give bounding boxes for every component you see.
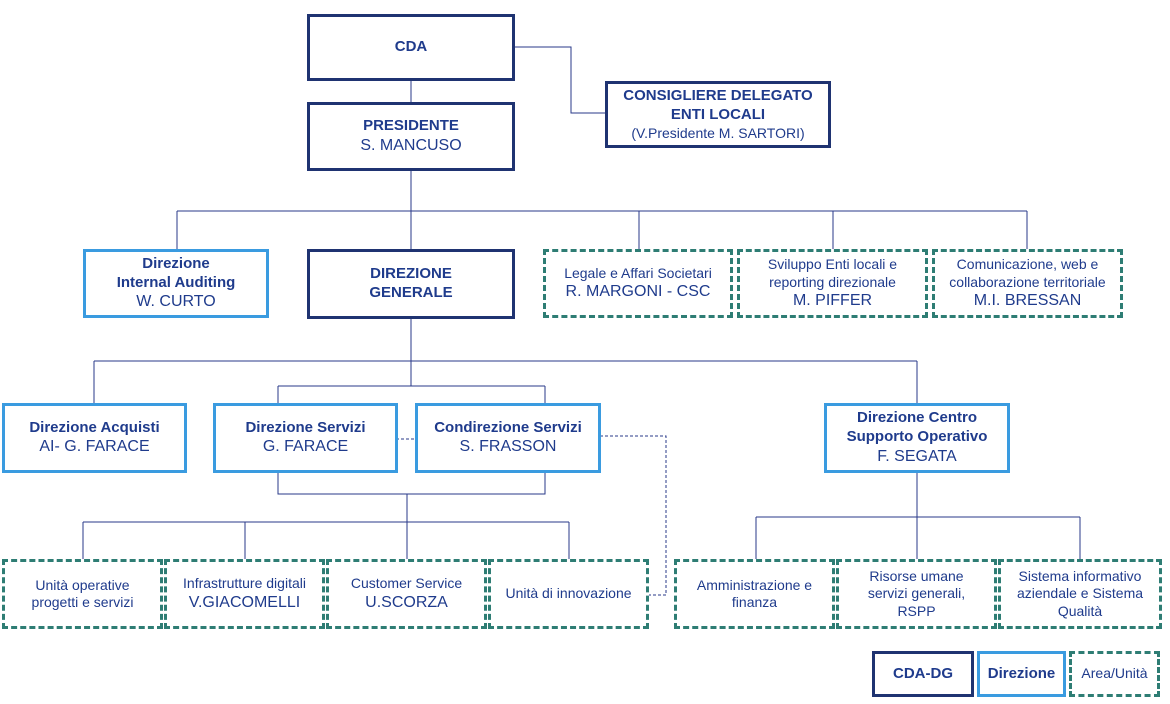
risorse-umane-box: Risorse umane servizi generali, RSPP xyxy=(836,559,997,629)
condirezione-title: Condirezione Servizi xyxy=(434,418,582,436)
unita-operative-title-1: Unità operative xyxy=(35,576,130,593)
centro-supporto-title-1: Direzione Centro xyxy=(856,409,977,427)
consigliere-title-1: CONSIGLIERE DELEGATO xyxy=(623,87,813,104)
condirezione-name: S. FRASSON xyxy=(459,438,557,456)
customer-name: U.SCORZA xyxy=(365,593,448,611)
cda-box: CDA xyxy=(307,14,515,81)
centro-supporto-name: F. SEGATA xyxy=(877,447,957,465)
acquisti-name: AI- G. FARACE xyxy=(39,438,150,456)
servizi-name: G. FARACE xyxy=(262,438,349,456)
comunicazione-title-2: collaborazione territoriale xyxy=(949,273,1106,290)
internal-auditing-title-2: Internal Auditing xyxy=(116,273,236,291)
amministrazione-title-1: Amministrazione e xyxy=(696,576,813,593)
legale-box: Legale e Affari Societari R. MARGONI - C… xyxy=(543,249,733,318)
sistema-title-1: Sistema informativo xyxy=(1018,567,1142,584)
innovazione-title: Unità di innovazione xyxy=(505,585,632,602)
acquisti-title: Direzione Acquisti xyxy=(29,418,160,436)
cda-title: CDA xyxy=(394,38,428,56)
legend-direzione: Direzione xyxy=(977,651,1066,697)
infrastrutture-box: Infrastrutture digitali V.GIACOMELLI xyxy=(164,559,325,629)
direzione-servizi-box: Direzione Servizi G. FARACE xyxy=(213,403,398,473)
internal-auditing-title-1: Direzione xyxy=(142,254,210,272)
servizi-title: Direzione Servizi xyxy=(245,418,366,436)
direzione-acquisti-box: Direzione Acquisti AI- G. FARACE xyxy=(2,403,187,473)
presidente-title: PRESIDENTE xyxy=(363,117,459,135)
legend-area-unita: Area/Unità xyxy=(1069,651,1160,697)
innovazione-box: Unità di innovazione xyxy=(488,559,649,629)
centro-supporto-box: Direzione Centro Supporto Operativo F. S… xyxy=(824,403,1010,473)
direzione-generale-box: DIREZIONE GENERALE xyxy=(307,249,515,319)
sistema-title-2: aziendale e Sistema xyxy=(1016,585,1144,602)
customer-title: Customer Service xyxy=(350,575,463,592)
infrastrutture-name: V.GIACOMELLI xyxy=(188,593,301,611)
internal-auditing-box: Direzione Internal Auditing W. CURTO xyxy=(83,249,269,318)
presidente-name: S. MANCUSO xyxy=(360,136,462,154)
centro-supporto-title-2: Supporto Operativo xyxy=(846,428,988,445)
infrastrutture-title: Infrastrutture digitali xyxy=(183,575,306,592)
amministrazione-box: Amministrazione e finanza xyxy=(674,559,835,629)
risorse-title-3: RSPP xyxy=(897,602,936,619)
amministrazione-title-2: finanza xyxy=(731,594,778,610)
sviluppo-title-1: Sviluppo Enti locali e xyxy=(767,256,898,272)
legend-cda-dg-label: CDA-DG xyxy=(893,664,953,682)
legend-cda-dg: CDA-DG xyxy=(872,651,974,697)
sviluppo-box: Sviluppo Enti locali e reporting direzio… xyxy=(737,249,928,318)
legale-name: R. MARGONI - CSC xyxy=(565,283,711,301)
internal-auditing-name: W. CURTO xyxy=(136,293,216,311)
unita-operative-title-2: progetti e servizi xyxy=(31,594,134,610)
risorse-title-2: servizi generali, xyxy=(867,585,966,602)
direzione-generale-title-2: GENERALE xyxy=(369,284,453,301)
legale-title: Legale e Affari Societari xyxy=(564,264,712,281)
legend-direzione-label: Direzione xyxy=(987,664,1056,682)
condirezione-servizi-box: Condirezione Servizi S. FRASSON xyxy=(415,403,601,473)
presidente-box: PRESIDENTE S. MANCUSO xyxy=(307,102,515,171)
sistema-informativo-box: Sistema informativo aziendale e Sistema … xyxy=(998,559,1162,629)
risorse-title-1: Risorse umane xyxy=(869,567,964,584)
consigliere-name: (V.Presidente M. SARTORI) xyxy=(631,124,805,141)
comunicazione-name: M.I. BRESSAN xyxy=(973,292,1082,309)
customer-service-box: Customer Service U.SCORZA xyxy=(326,559,487,629)
sviluppo-title-2: reporting direzionale xyxy=(769,273,896,290)
sistema-title-3: Qualità xyxy=(1057,602,1103,619)
unita-operative-box: Unità operative progetti e servizi xyxy=(2,559,163,629)
comunicazione-title-1: Comunicazione, web e xyxy=(956,256,1099,272)
direzione-generale-title-1: DIREZIONE xyxy=(370,265,452,283)
legend-area-label: Area/Unità xyxy=(1081,665,1148,682)
consigliere-delegato-box: CONSIGLIERE DELEGATO ENTI LOCALI (V.Pres… xyxy=(605,81,831,148)
consigliere-title-2: ENTI LOCALI xyxy=(670,105,766,123)
comunicazione-box: Comunicazione, web e collaborazione terr… xyxy=(932,249,1123,318)
sviluppo-name: M. PIFFER xyxy=(792,292,873,309)
